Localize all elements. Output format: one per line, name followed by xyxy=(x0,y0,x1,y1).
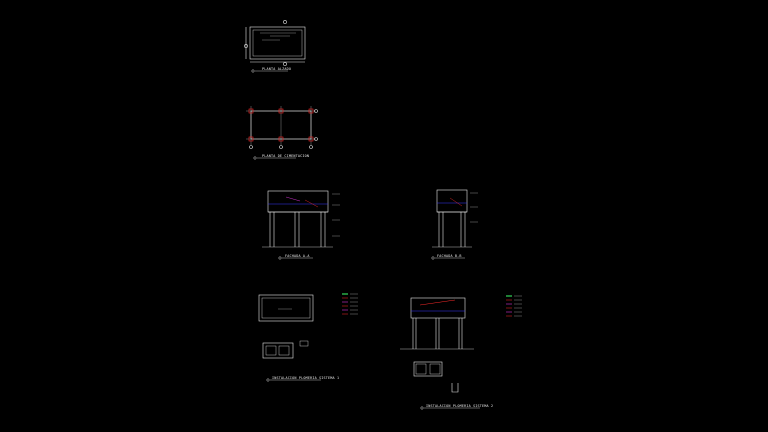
caption-elevation-a: FACHADA A-A xyxy=(285,254,310,258)
caption-install-plan: INSTALACION PLOMERIA SISTEMA 1 xyxy=(272,376,340,380)
plan-foundation-drawing xyxy=(246,106,318,159)
install-plan-drawing xyxy=(258,293,358,381)
caption-plan-foundation: PLANTA DE CIMENTACION xyxy=(262,154,310,158)
plan-top-drawing xyxy=(244,20,306,72)
caption-install-section: INSTALACION PLOMERIA SISTEMA 2 xyxy=(426,404,494,408)
caption-elevation-b: FACHADA B-B xyxy=(437,254,462,258)
elevation-b-drawing xyxy=(432,189,478,259)
install-section-drawing xyxy=(400,295,522,409)
elevation-a-drawing xyxy=(262,190,340,259)
caption-markers xyxy=(251,69,435,410)
caption-plan-top: PLANTA ALZADO xyxy=(262,67,292,71)
